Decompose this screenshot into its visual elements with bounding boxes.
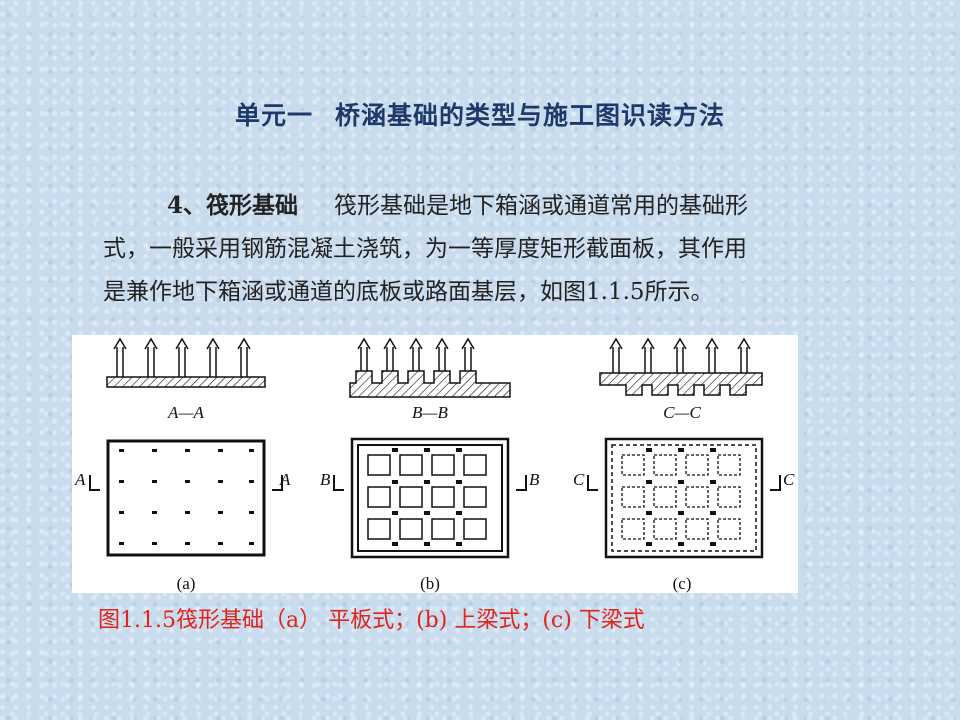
section-heading: 4、筏形基础 bbox=[167, 192, 299, 219]
cut-mark-left-c bbox=[587, 475, 598, 491]
section-b-elevation bbox=[349, 337, 511, 398]
body-paragraph: 4、筏形基础 筏形基础是地下箱涵或通道常用的基础形 式，一般采用钢筋混凝土浇筑，为… bbox=[103, 184, 923, 314]
unit-name: 桥涵基础的类型与施工图识读方法 bbox=[335, 101, 726, 130]
figure-caption: 图1.1.5筏形基础（a） 平板式；(b) 上梁式；(c) 下梁式 bbox=[98, 608, 645, 633]
section-label-a: A—A bbox=[167, 403, 205, 422]
sub-label-b: (b) bbox=[420, 574, 440, 593]
paragraph-line-3: 是兼作地下箱涵或通道的底板或路面基层，如图1.1.5所示。 bbox=[103, 279, 714, 305]
raft-foundation-figure: A—A A A (a) bbox=[72, 335, 798, 593]
paragraph-text-1: 筏形基础是地下箱涵或通道常用的基础形 bbox=[334, 193, 749, 219]
figure-drawing: A—A A A (a) bbox=[74, 337, 795, 593]
plan-a bbox=[106, 439, 266, 557]
unit-label: 单元一 bbox=[234, 101, 313, 130]
cut-label-right-a: A bbox=[279, 470, 291, 489]
column-arrows-c bbox=[609, 337, 751, 373]
cut-label-left-a: A bbox=[74, 470, 86, 489]
cut-mark-right-b bbox=[516, 475, 527, 491]
grid-cells-c bbox=[621, 454, 741, 540]
column-arrows-b bbox=[357, 337, 475, 371]
plan-c-inner bbox=[611, 444, 757, 552]
paragraph-line-1: 4、筏形基础 筏形基础是地下箱涵或通道常用的基础形 bbox=[103, 184, 923, 228]
cut-label-right-c: C bbox=[783, 470, 795, 489]
paragraph-line-2: 式，一般采用钢筋混凝土浇筑，为一等厚度矩形截面板，其作用 bbox=[103, 236, 747, 262]
plan-b-inner bbox=[357, 444, 503, 552]
section-label-c: C—C bbox=[663, 403, 701, 422]
grid-cells-b bbox=[367, 454, 487, 540]
cut-mark-left-a bbox=[89, 475, 100, 491]
panel-a: A—A A A (a) bbox=[74, 337, 291, 593]
plan-b-outer bbox=[350, 437, 510, 559]
section-label-b: B—B bbox=[412, 403, 449, 422]
cut-label-left-b: B bbox=[320, 470, 331, 489]
sub-label-a: (a) bbox=[177, 574, 196, 593]
cut-mark-right-c bbox=[770, 475, 781, 491]
slide-title: 单元一桥涵基础的类型与施工图识读方法 bbox=[0, 96, 960, 132]
section-c-elevation bbox=[599, 337, 763, 396]
column-dots-a bbox=[119, 449, 254, 545]
cut-label-left-c: C bbox=[573, 470, 585, 489]
panel-c: C—C C C (c) bbox=[573, 337, 795, 593]
panel-b: B—B B B (b) bbox=[320, 337, 540, 593]
cut-mark-right-a bbox=[272, 475, 283, 491]
cut-mark-left-b bbox=[333, 475, 344, 491]
column-dots-b bbox=[392, 448, 462, 546]
plan-c-outer bbox=[604, 437, 764, 559]
cut-label-right-b: B bbox=[529, 470, 540, 489]
section-a-elevation bbox=[106, 337, 266, 388]
sub-label-c: (c) bbox=[673, 574, 692, 593]
column-dots-c bbox=[646, 448, 716, 546]
column-arrows-a bbox=[113, 337, 251, 377]
